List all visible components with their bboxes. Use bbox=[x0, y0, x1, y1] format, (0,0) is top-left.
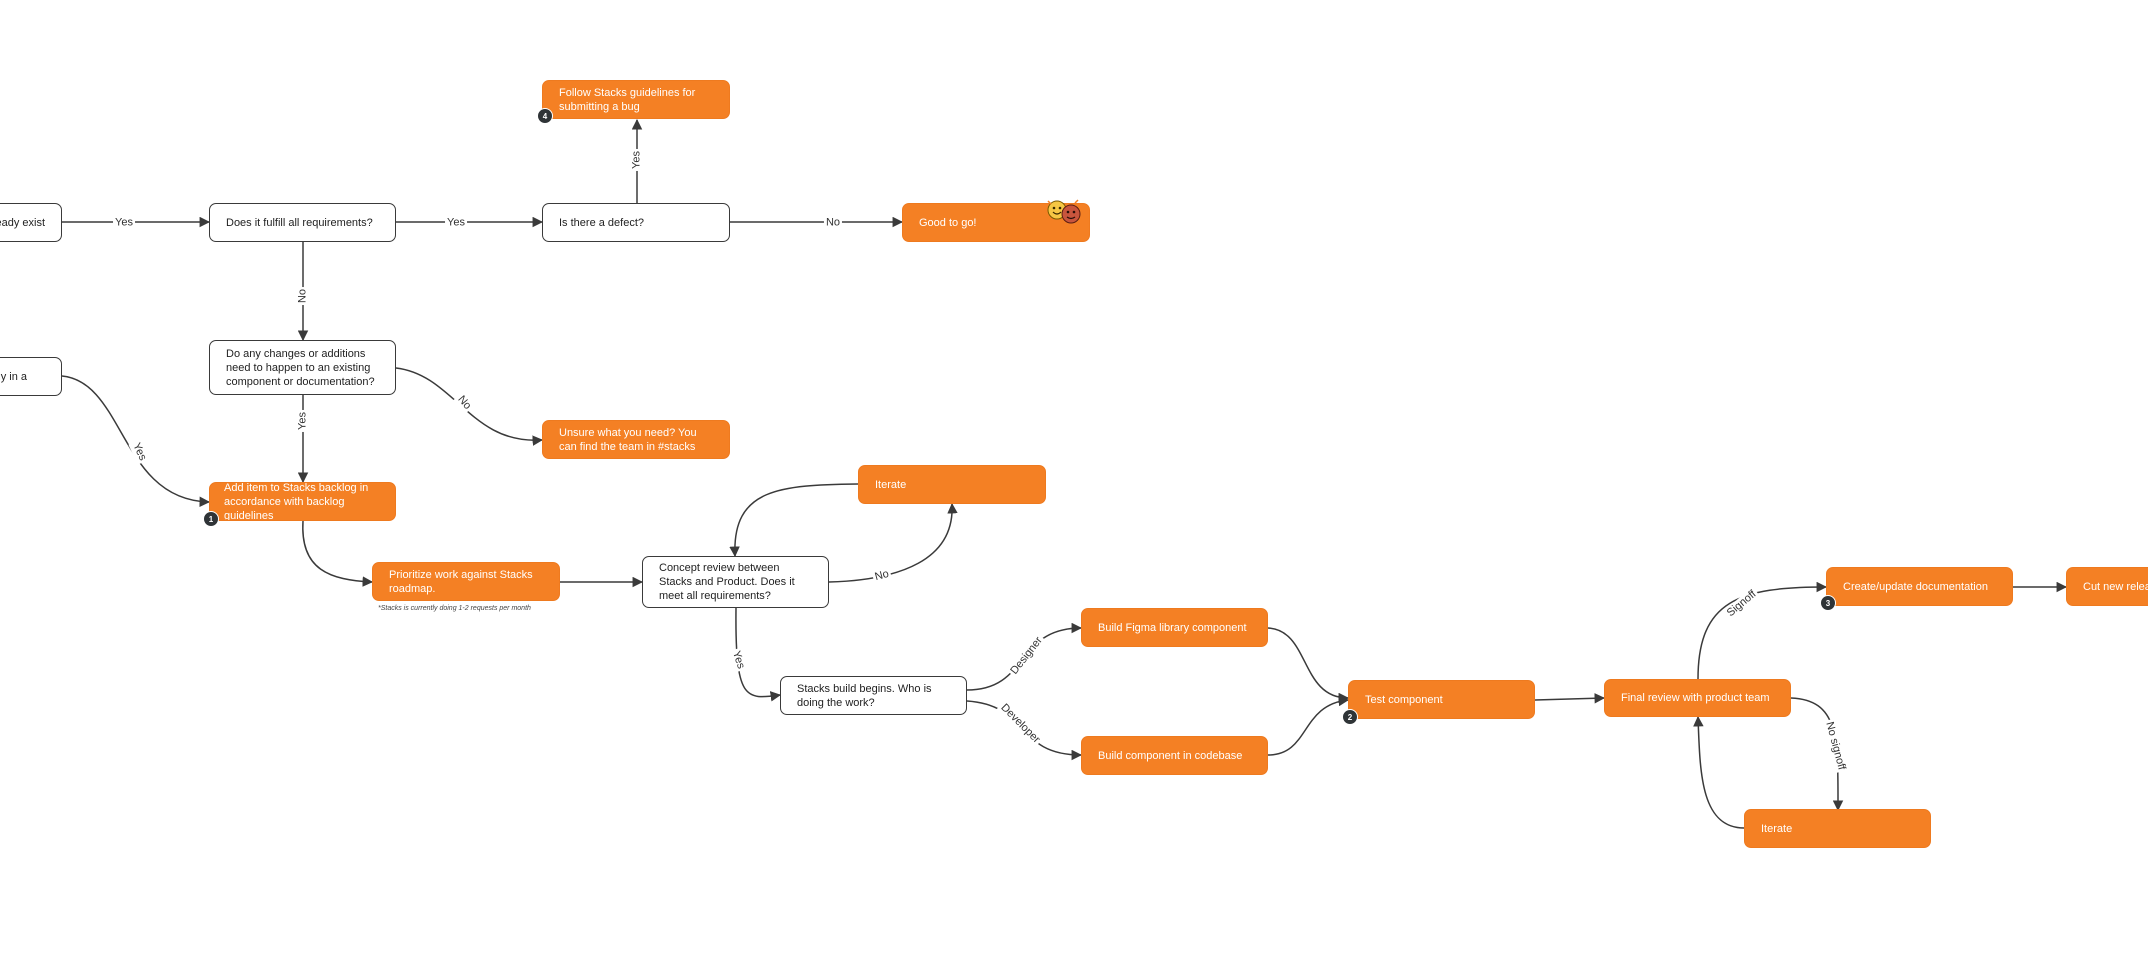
edge-label-yes: Yes bbox=[113, 216, 135, 230]
node-changes-needed[interactable]: Do any changes or additions need to happ… bbox=[209, 340, 396, 395]
edge-iterate-to-final bbox=[1693, 715, 1745, 829]
edge-codebase-to-test bbox=[1267, 695, 1350, 756]
node-label: Iterate bbox=[875, 478, 907, 491]
edge-concept-to-build bbox=[735, 607, 782, 702]
node-add-to-backlog[interactable]: Add item to Stacks backlog in accordance… bbox=[209, 482, 396, 521]
node-label: Do any changes or additions need to happ… bbox=[226, 347, 375, 388]
node-label: Cut new releas bbox=[2083, 580, 2148, 593]
edge-test-to-final bbox=[1534, 693, 1606, 704]
node-fulfill-requirements[interactable]: Does it fulfill all requirements? bbox=[209, 203, 396, 242]
node-label: Does it fulfill all requirements? bbox=[226, 216, 373, 229]
node-bug-guidelines[interactable]: Follow Stacks guidelines for submitting … bbox=[542, 80, 730, 119]
edge-concept-to-iterate bbox=[828, 502, 958, 583]
node-already-exist-partial[interactable]: eady exist bbox=[0, 203, 62, 242]
node-label: Build component in codebase bbox=[1098, 749, 1243, 762]
edge-label-no: No bbox=[823, 216, 843, 230]
node-label: Stacks build begins. Who is doing the wo… bbox=[797, 682, 932, 709]
node-label: Good to go! bbox=[919, 216, 977, 229]
edge-label-no: No bbox=[296, 286, 310, 306]
node-label: Follow Stacks guidelines for submitting … bbox=[559, 86, 696, 113]
edge-label-yes: Yes bbox=[445, 216, 467, 230]
node-concept-review[interactable]: Concept review between Stacks and Produc… bbox=[642, 556, 829, 608]
node-build-codebase[interactable]: Build component in codebase bbox=[1081, 736, 1268, 775]
node-label: dy in a bbox=[0, 370, 27, 383]
step-badge-1: 1 bbox=[203, 511, 219, 527]
edge-iterate-to-concept bbox=[729, 483, 859, 558]
node-label: Add item to Stacks backlog in accordance… bbox=[224, 482, 369, 521]
node-label: eady exist bbox=[0, 216, 45, 229]
node-label: Final review with product team bbox=[1621, 692, 1770, 704]
capacity-note: *Stacks is currently doing 1-2 requests … bbox=[378, 605, 531, 612]
node-iterate-review[interactable]: Iterate bbox=[1744, 809, 1931, 848]
step-badge-3: 3 bbox=[1820, 595, 1836, 611]
edge-system-to-backlog bbox=[61, 375, 211, 508]
node-build-begins[interactable]: Stacks build begins. Who is doing the wo… bbox=[780, 676, 967, 715]
edge-label-yes: Yes bbox=[630, 149, 644, 171]
node-is-there-defect[interactable]: Is there a defect? bbox=[542, 203, 730, 242]
node-build-figma[interactable]: Build Figma library component bbox=[1081, 608, 1268, 647]
edge-backlog-to-prioritize bbox=[302, 520, 374, 587]
node-label: Build Figma library component bbox=[1098, 621, 1247, 634]
node-iterate-concept[interactable]: Iterate bbox=[858, 465, 1046, 504]
edge-final-to-docs bbox=[1697, 581, 1828, 680]
node-unsure-need[interactable]: Unsure what you need? You can find the t… bbox=[542, 420, 730, 459]
node-label: Is there a defect? bbox=[559, 216, 644, 229]
node-label: Concept review between Stacks and Produc… bbox=[659, 562, 795, 602]
node-cut-release-partial[interactable]: Cut new releas bbox=[2066, 567, 2148, 606]
node-label: Create/update documentation bbox=[1843, 580, 1988, 593]
node-label: Iterate bbox=[1761, 822, 1793, 835]
edge-figma-to-test bbox=[1267, 627, 1350, 704]
step-badge-4: 4 bbox=[537, 108, 553, 124]
node-test-component[interactable]: Test component bbox=[1348, 680, 1535, 719]
node-final-review[interactable]: Final review with product team bbox=[1604, 679, 1791, 717]
node-label: Unsure what you need? You can find the t… bbox=[559, 426, 697, 453]
node-already-in-system-partial[interactable]: dy in a bbox=[0, 357, 62, 396]
edge-label-yes: Yes bbox=[296, 410, 310, 432]
node-prioritize-work[interactable]: Prioritize work against Stacks roadmap. bbox=[372, 562, 560, 601]
node-update-documentation[interactable]: Create/update documentation bbox=[1826, 567, 2013, 606]
node-label: Test component bbox=[1365, 693, 1443, 706]
node-label: Prioritize work against Stacks roadmap. bbox=[389, 568, 533, 595]
step-badge-2: 2 bbox=[1342, 709, 1358, 725]
celebration-sticker-icon bbox=[1044, 197, 1084, 227]
